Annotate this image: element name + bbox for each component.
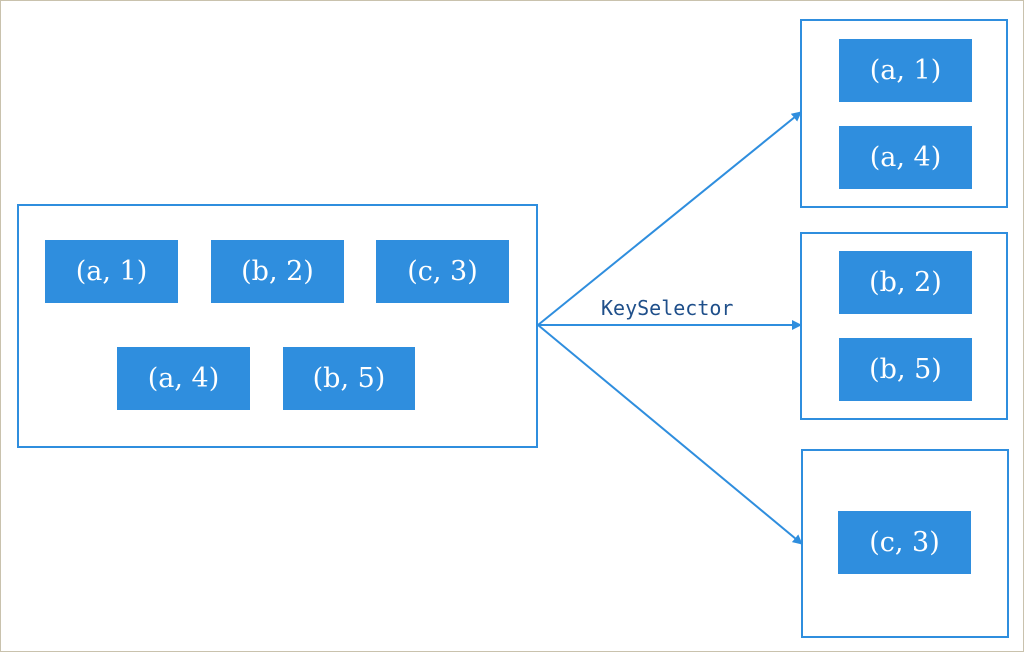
source-record-c3: (c, 3) xyxy=(376,240,509,303)
partition-a-record-1: (a, 1) xyxy=(839,39,972,102)
arrow-to-partition-c xyxy=(537,324,803,545)
source-record-a1: (a, 1) xyxy=(45,240,178,303)
source-record-b2: (b, 2) xyxy=(211,240,344,303)
source-record-b5: (b, 5) xyxy=(283,347,415,410)
partition-a-record-2: (a, 4) xyxy=(839,126,972,189)
key-selector-label: KeySelector xyxy=(601,296,733,320)
partition-b-record-2: (b, 5) xyxy=(839,338,972,401)
source-record-a4: (a, 4) xyxy=(117,347,250,410)
partition-c-record-1: (c, 3) xyxy=(838,511,971,574)
partition-b-record-1: (b, 2) xyxy=(839,251,972,314)
arrow-to-partition-a xyxy=(537,111,802,326)
